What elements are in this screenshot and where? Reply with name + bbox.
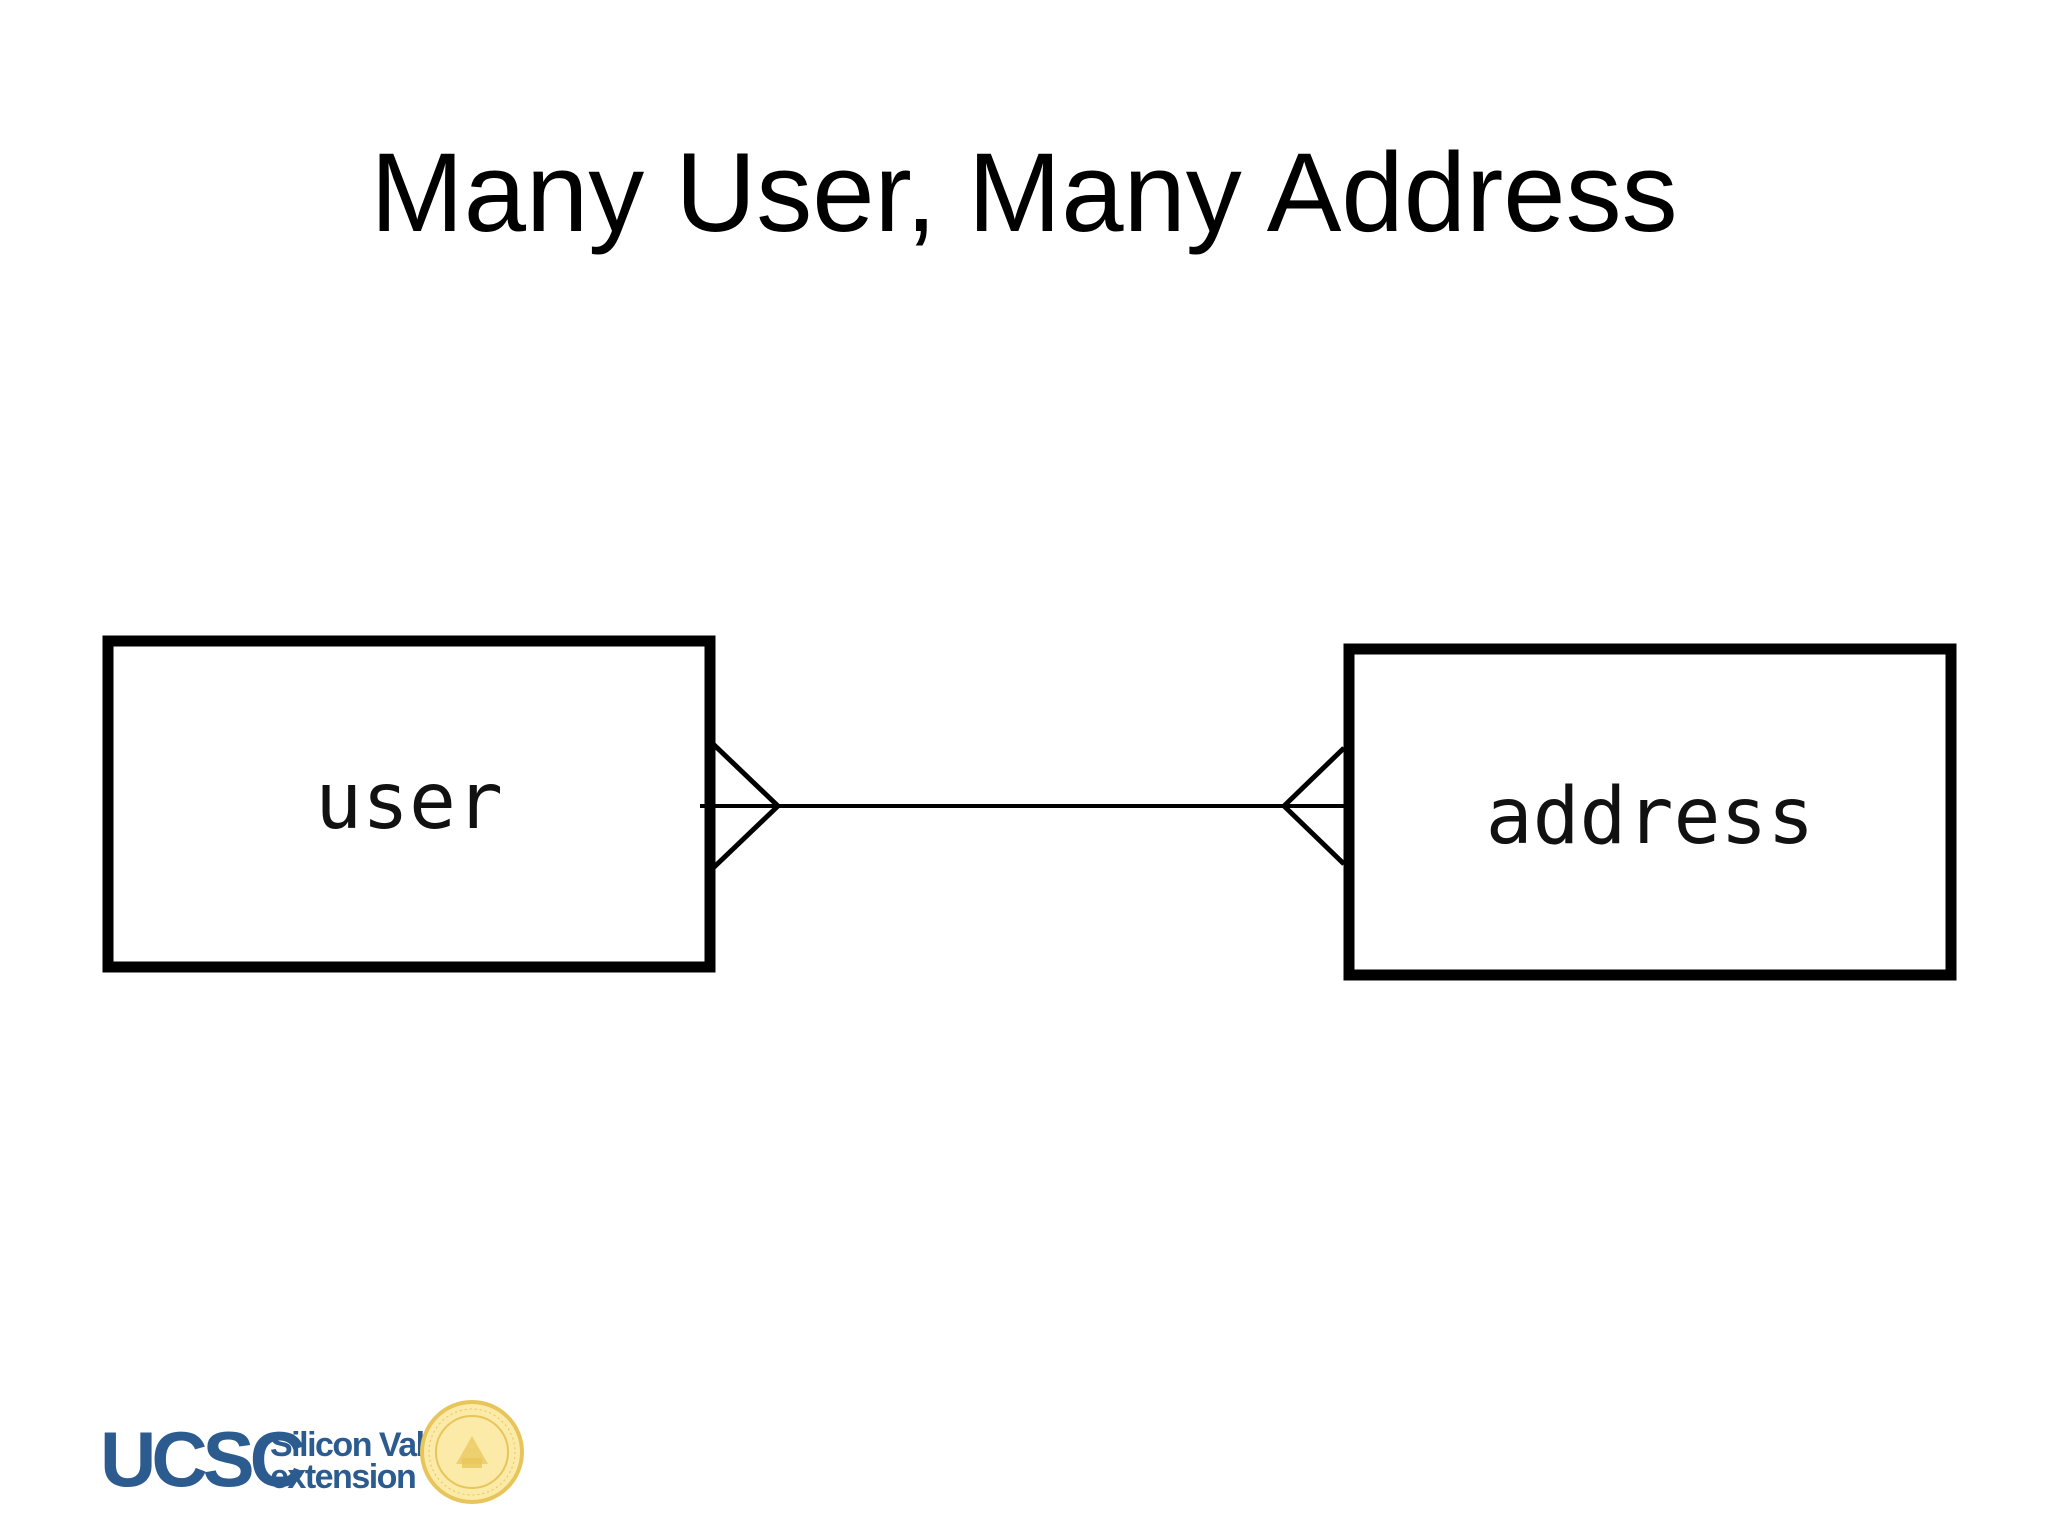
ucsc-extension-logo: UCSC Silicon Valley extension [100, 1398, 530, 1508]
slide-title: Many User, Many Address [370, 130, 1678, 255]
logo-line-2: extension [270, 1458, 417, 1496]
entity-user-label: user [315, 757, 503, 847]
university-seal-icon [420, 1400, 524, 1504]
entity-address-label: address [1486, 772, 1815, 862]
logo-wordmark: UCSC [100, 1415, 306, 1503]
entity-address-box [1343, 643, 1957, 981]
crows-foot-user [708, 739, 780, 873]
entity-user-box [102, 635, 716, 973]
entity-user: user [102, 635, 716, 973]
entity-address: address [1343, 643, 1957, 981]
crows-foot-address [1282, 746, 1346, 866]
